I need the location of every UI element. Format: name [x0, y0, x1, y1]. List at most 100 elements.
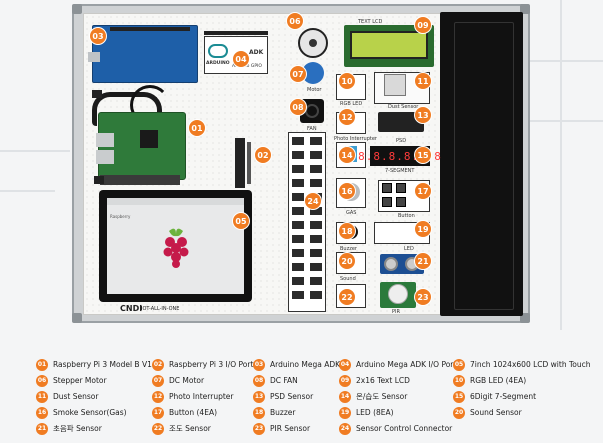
gpio-header — [204, 31, 268, 35]
legend-text: Buzzer — [270, 408, 296, 417]
sensor-connector — [310, 221, 322, 229]
legend-number: 01 — [36, 358, 48, 371]
legend-item: 20 Sound Sensor — [453, 406, 522, 419]
bg-line — [0, 150, 70, 152]
sensor-connector — [292, 221, 304, 229]
legend-text: LED (8EA) — [356, 408, 394, 417]
legend-item: 19 LED (8EA) — [339, 406, 394, 419]
legend-text: RGB LED (4EA) — [470, 376, 527, 385]
pi-usb — [96, 133, 114, 147]
legend-number: 05 — [453, 358, 465, 371]
pouch-stitching — [454, 22, 514, 310]
legend-number: 10 — [453, 374, 465, 387]
component-badge-09: 09 — [414, 16, 432, 34]
legend-text: Dust Sensor — [53, 392, 99, 401]
sensor-connector — [310, 165, 322, 173]
component-badge-21: 21 — [414, 252, 432, 270]
sensor-connector — [292, 151, 304, 159]
component-badge-13: 13 — [414, 106, 432, 124]
pi-ribbon — [100, 175, 180, 185]
legend-item: 17 Button (4EA) — [152, 406, 217, 419]
usb-cable — [130, 85, 170, 125]
legend-text: 2x16 Text LCD — [356, 376, 410, 385]
seven-segment-label: 7-SEGMENT — [385, 168, 415, 174]
adk-label: ADK — [249, 49, 264, 56]
sensor-connector — [310, 249, 322, 257]
photo-interrupter-label: Photo Interrupter — [334, 136, 377, 142]
gas-label: GAS — [346, 210, 357, 216]
component-badge-14: 14 — [338, 146, 356, 164]
sensor-connector — [310, 263, 322, 271]
legend-number: 24 — [339, 422, 351, 435]
corner-bracket — [72, 313, 82, 323]
stepper-motor — [298, 28, 328, 58]
component-badge-05: 05 — [232, 212, 250, 230]
legend-text: Sound Sensor — [470, 408, 522, 417]
legend-number: 22 — [152, 422, 164, 435]
bg-line — [560, 0, 562, 330]
legend-text: 조도 Sensor — [169, 424, 211, 433]
legend-number: 08 — [253, 374, 265, 387]
legend-text: Stepper Motor — [53, 376, 107, 385]
gpio-label: Arduino GPIO — [232, 64, 262, 69]
legend-item: 01 Raspberry Pi 3 Model B V1.2 — [36, 358, 159, 371]
legend-number: 07 — [152, 374, 164, 387]
legend-text: Button (4EA) — [169, 408, 217, 417]
arduino-label: ARDUINO — [206, 61, 230, 66]
sensor-connector — [292, 277, 304, 285]
brand-subtitle: IOT-ALL-IN-ONE — [141, 306, 180, 312]
legend-number: 19 — [339, 406, 351, 419]
component-badge-11: 11 — [414, 72, 432, 90]
legend-number: 18 — [253, 406, 265, 419]
legend-text: PIR Sensor — [270, 424, 311, 433]
sensor-connector — [310, 137, 322, 145]
sensor-connector — [292, 249, 304, 257]
sensor-connector — [292, 179, 304, 187]
component-badge-03: 03 — [89, 27, 107, 45]
sensor-connector — [310, 151, 322, 159]
push-button — [382, 183, 392, 193]
corner-bracket — [520, 313, 530, 323]
fan-label: FAN — [307, 126, 317, 132]
component-badge-12: 12 — [338, 108, 356, 126]
usb-port — [88, 52, 100, 62]
bg-line — [530, 120, 603, 122]
legend-text: Photo Interrupter — [169, 392, 234, 401]
legend-number: 03 — [253, 358, 265, 371]
button-label: Button — [398, 213, 415, 219]
component-badge-16: 16 — [338, 182, 356, 200]
legend-number: 09 — [339, 374, 351, 387]
sensor-connector — [292, 235, 304, 243]
sensor-connector — [310, 179, 322, 187]
legend-number: 13 — [253, 390, 265, 403]
legend-number: 17 — [152, 406, 164, 419]
legend-number: 04 — [339, 358, 351, 371]
legend-item: 18 Buzzer — [253, 406, 295, 419]
brand-logo: CNDI — [120, 304, 143, 313]
legend-text: Arduino Mega ADK — [270, 360, 341, 369]
header-strip — [110, 27, 190, 31]
legend-text: 온/습도 Sensor — [356, 392, 408, 401]
rgb-led-label: RGB LED — [340, 101, 363, 107]
arduino-mega-board — [92, 25, 198, 83]
sound-label: Sound — [340, 276, 356, 282]
legend-number: 15 — [453, 390, 465, 403]
legend-number: 20 — [453, 406, 465, 419]
legend-text: Raspberry Pi 3 Model B V1.2 — [53, 360, 160, 369]
psd-sensor — [378, 112, 424, 132]
pi-io-header — [247, 142, 251, 184]
text-lcd-label: TEXT LCD — [358, 19, 383, 25]
component-badge-18: 18 — [338, 222, 356, 240]
power-switch — [92, 90, 102, 98]
dust-sensor-label: Dust Sensor — [388, 104, 419, 110]
component-badge-24: 24 — [304, 192, 322, 210]
legend-text: 6Digit 7-Segment — [470, 392, 537, 401]
legend-item: 10 RGB LED (4EA) — [453, 374, 526, 387]
